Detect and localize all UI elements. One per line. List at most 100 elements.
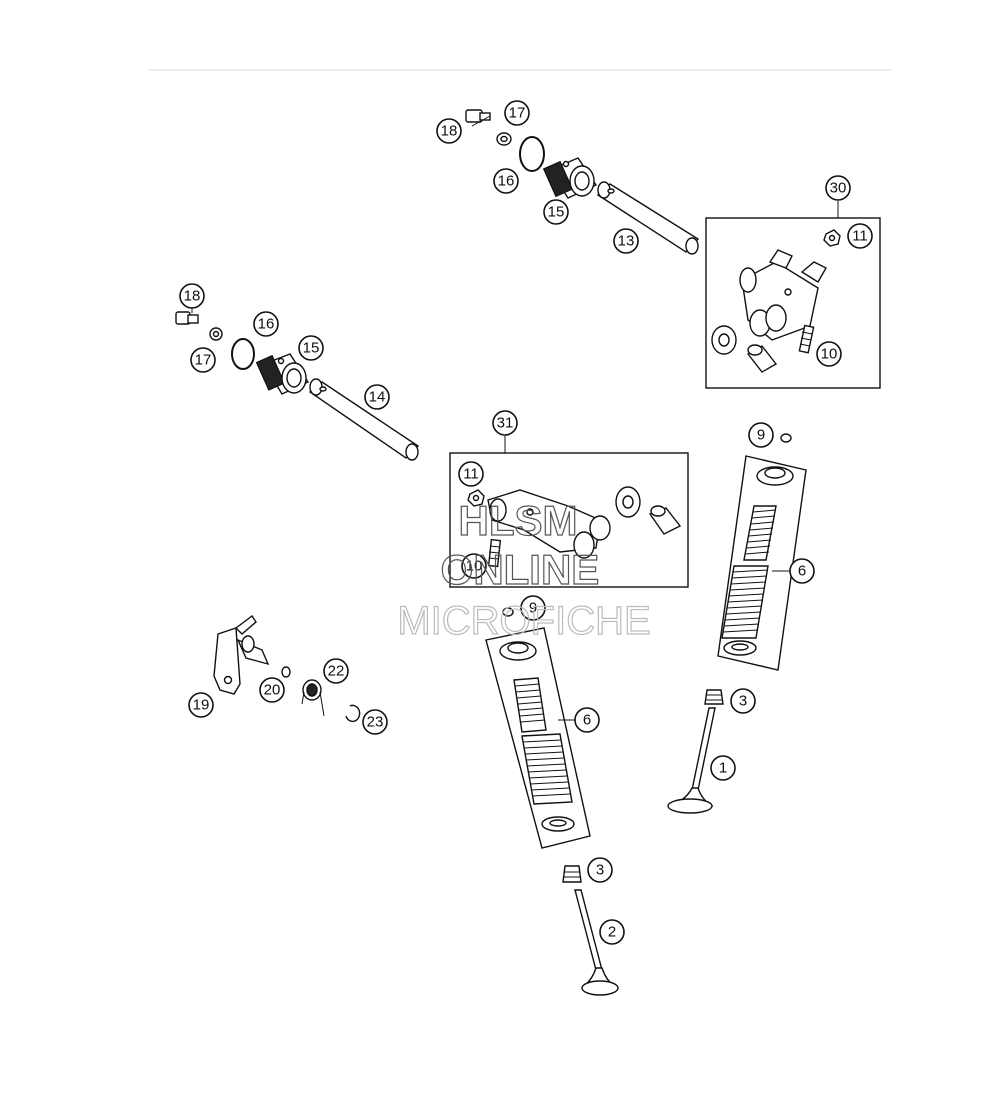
callout-14: 14 bbox=[364, 384, 390, 410]
callout-label: 13 bbox=[618, 233, 635, 250]
callout-17-left: 17 bbox=[190, 347, 216, 373]
callout-label: 9 bbox=[529, 600, 537, 617]
callout-label: 19 bbox=[193, 697, 210, 714]
callout-label: 31 bbox=[497, 415, 514, 432]
keeper-part-9-right bbox=[780, 433, 792, 443]
callout-22: 22 bbox=[323, 658, 349, 684]
callout-6-centre: 6 bbox=[574, 707, 600, 733]
valve-seal-part-3-right bbox=[704, 689, 724, 705]
callout-label: 15 bbox=[303, 340, 320, 357]
callout-23: 23 bbox=[362, 709, 388, 735]
callout-label: 18 bbox=[184, 288, 201, 305]
callout-15-upper: 15 bbox=[543, 199, 569, 225]
valve-part-1 bbox=[667, 689, 724, 814]
callout-label: 22 bbox=[328, 663, 345, 680]
callout-label: 9 bbox=[757, 427, 765, 444]
callout-label: 10 bbox=[466, 558, 483, 575]
callout-16-upper: 16 bbox=[493, 168, 519, 194]
callout-13: 13 bbox=[613, 228, 639, 254]
callout-label: 17 bbox=[509, 105, 526, 122]
callout-11-centre: 11 bbox=[458, 461, 484, 487]
callout-3-centre: 3 bbox=[587, 857, 613, 883]
adjuster-screw-part-10-upper bbox=[798, 324, 815, 354]
rocker-arm-part-30 bbox=[739, 249, 827, 341]
assembly-box-30 bbox=[705, 217, 881, 389]
o-ring-part-20 bbox=[281, 666, 291, 678]
callout-17-upper: 17 bbox=[504, 100, 530, 126]
valve-part-2 bbox=[562, 865, 619, 996]
callout-label: 11 bbox=[463, 466, 479, 483]
bolt-part-18-left bbox=[175, 311, 199, 325]
outer-spring-centre bbox=[521, 733, 573, 805]
adjuster-screw-part-10-centre bbox=[487, 538, 502, 568]
roller-part-upper bbox=[711, 325, 737, 355]
spring-box-6-centre bbox=[485, 627, 591, 849]
o-ring-part-16-left bbox=[231, 338, 255, 370]
callout-label: 14 bbox=[369, 389, 386, 406]
spring-box-6-right bbox=[717, 455, 807, 671]
callout-10-centre: 10 bbox=[461, 553, 487, 579]
callout-label: 17 bbox=[195, 352, 212, 369]
callout-16-left: 16 bbox=[253, 311, 279, 337]
callout-label: 6 bbox=[583, 712, 591, 729]
left-rocker-shaft-group bbox=[175, 308, 420, 461]
callout-19: 19 bbox=[188, 692, 214, 718]
callout-15-left: 15 bbox=[298, 335, 324, 361]
spring-retainer-right bbox=[756, 466, 794, 486]
spring-seat-right bbox=[723, 640, 757, 656]
callout-label: 1 bbox=[719, 760, 727, 777]
callout-label: 2 bbox=[608, 924, 616, 941]
callout-2: 2 bbox=[599, 919, 625, 945]
nut-part-11-centre bbox=[467, 489, 485, 507]
callout-label: 10 bbox=[821, 346, 838, 363]
circlip-part-23 bbox=[345, 704, 361, 723]
bushing-part-upper bbox=[746, 344, 778, 373]
upper-rocker-shaft-group bbox=[465, 109, 700, 255]
assembly-box-31 bbox=[449, 452, 689, 588]
collar-part-15-upper bbox=[542, 157, 598, 199]
callout-9-centre: 9 bbox=[520, 595, 546, 621]
washer-part-17-left bbox=[209, 327, 223, 341]
callout-label: 20 bbox=[264, 682, 281, 699]
o-ring-part-16-upper bbox=[519, 136, 545, 172]
watermark-line-2: ONLINE bbox=[441, 546, 600, 593]
watermark-line-1: HLSM bbox=[459, 497, 578, 544]
inner-spring-centre bbox=[513, 677, 547, 733]
outer-spring-right bbox=[721, 565, 769, 639]
callout-9-right: 9 bbox=[748, 422, 774, 448]
callout-30: 30 bbox=[825, 175, 851, 201]
watermark: HLSM ONLINE MICROFICHE bbox=[397, 496, 652, 643]
callout-11-upper: 11 bbox=[847, 223, 873, 249]
keeper-part-9-centre bbox=[502, 607, 514, 617]
callout-label: 18 bbox=[441, 123, 458, 140]
callout-1: 1 bbox=[710, 755, 736, 781]
callout-label: 16 bbox=[258, 316, 275, 333]
collar-part-15-left bbox=[255, 353, 310, 395]
callout-6-right: 6 bbox=[789, 558, 815, 584]
callout-label: 15 bbox=[548, 204, 565, 221]
callout-label: 16 bbox=[498, 173, 515, 190]
inner-spring-right bbox=[743, 505, 777, 561]
callout-3-right: 3 bbox=[730, 688, 756, 714]
rocker-shaft-part-14 bbox=[308, 378, 420, 461]
callout-10-upper: 10 bbox=[816, 341, 842, 367]
callout-18-left: 18 bbox=[179, 283, 205, 309]
callout-label: 6 bbox=[798, 563, 806, 580]
callout-label: 11 bbox=[852, 228, 868, 245]
callout-label: 3 bbox=[739, 693, 747, 710]
rocker-arm-part-31 bbox=[487, 489, 611, 559]
callout-label: 23 bbox=[367, 714, 384, 731]
watermark-line-3: MICROFICHE bbox=[397, 599, 650, 643]
spring-part-22 bbox=[301, 679, 325, 717]
spring-retainer-centre bbox=[499, 641, 537, 661]
nut-part-11-upper bbox=[823, 229, 841, 247]
washer-part-17-upper bbox=[496, 132, 512, 146]
lever-part-19 bbox=[213, 614, 270, 695]
roller-part-centre bbox=[615, 486, 641, 518]
bushing-part-centre bbox=[648, 505, 682, 535]
bolt-part-18-upper bbox=[465, 109, 491, 123]
callout-31: 31 bbox=[492, 410, 518, 436]
callout-20: 20 bbox=[259, 677, 285, 703]
callout-label: 30 bbox=[830, 180, 847, 197]
